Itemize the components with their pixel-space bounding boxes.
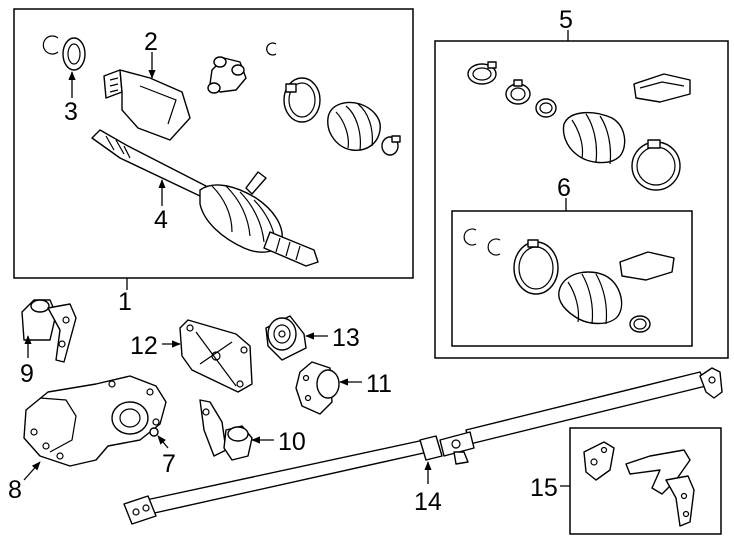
joint-boot[interactable]	[327, 101, 381, 151]
callout-3: 3	[64, 98, 78, 126]
callout-9: 9	[20, 360, 34, 388]
bracket-bushing-part-10[interactable]	[199, 399, 253, 461]
kit-large-clamp[interactable]	[631, 139, 681, 191]
mount-plate-part-12[interactable]	[179, 319, 253, 393]
kit-snap-ring-a[interactable]	[463, 228, 477, 246]
group-box-boot-kit	[434, 40, 729, 359]
tripod-joint[interactable]	[207, 56, 247, 94]
mount-part-11[interactable]	[295, 361, 340, 415]
callout-12: 12	[130, 332, 158, 360]
kit-inner-boot[interactable]	[558, 271, 623, 325]
kit-clamp-a[interactable]	[467, 61, 497, 85]
bushing-part-13[interactable]	[265, 315, 307, 361]
callout-8: 8	[8, 476, 22, 504]
callout-15: 15	[530, 474, 558, 502]
kit-inner-clamp[interactable]	[513, 239, 559, 295]
callout-11: 11	[366, 370, 392, 398]
differential-carrier-part-8[interactable]	[23, 375, 167, 467]
callout-labels: 1 2 3 4 5 6 7 8 9 10 11 12 13 14 15	[8, 6, 573, 516]
callout-2: 2	[144, 28, 158, 56]
group-box-axle-shaft	[13, 8, 414, 279]
callout-4: 4	[154, 206, 168, 234]
group-box-heat-shield	[569, 427, 722, 535]
kit-small-clamp[interactable]	[629, 315, 651, 333]
group-box-inner-boot-kit	[451, 210, 693, 347]
callout-7: 7	[162, 450, 176, 478]
callout-5: 5	[559, 6, 573, 34]
kit-grease-pack[interactable]	[633, 73, 691, 103]
callout-13: 13	[332, 324, 360, 352]
inner-joint-housing-part-2[interactable]	[103, 69, 191, 141]
heat-shield-part-15[interactable]	[583, 441, 695, 527]
callout-10: 10	[278, 428, 306, 456]
callout-6: 6	[557, 174, 571, 202]
oil-seal-part-3[interactable]	[62, 37, 86, 71]
bolt-part-7[interactable]	[149, 427, 159, 437]
kit-clamp-c[interactable]	[535, 98, 557, 118]
callout-14: 14	[414, 488, 442, 516]
boot-clamp-small[interactable]	[381, 135, 401, 156]
callout-1: 1	[118, 288, 132, 316]
kit-grease-pack-inner[interactable]	[619, 251, 675, 281]
kit-outer-boot[interactable]	[562, 111, 626, 165]
mount-bracket-part-9[interactable]	[21, 299, 77, 363]
kit-clamp-b[interactable]	[505, 79, 531, 105]
propeller-shaft-part-14[interactable]	[123, 367, 723, 525]
small-snap-ring[interactable]	[266, 42, 277, 56]
boot-clamp-large[interactable]	[283, 77, 321, 123]
snap-ring[interactable]	[42, 35, 59, 55]
axle-shaft-part-4[interactable]	[91, 129, 319, 267]
kit-snap-ring-b[interactable]	[487, 238, 501, 256]
leader-lines	[23, 30, 570, 487]
